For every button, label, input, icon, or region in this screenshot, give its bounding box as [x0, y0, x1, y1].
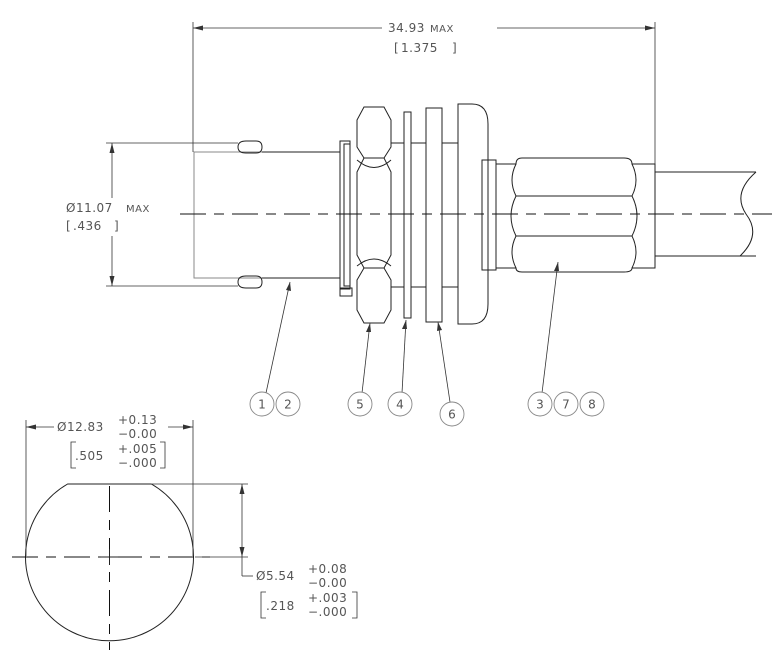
- coax-cable: [655, 171, 757, 257]
- callout-number: 1: [258, 398, 266, 412]
- body-diameter-value: Ø11.07: [66, 201, 113, 215]
- callout-number: 8: [588, 398, 596, 412]
- cutout-flat-inch: .218: [266, 599, 295, 613]
- body-diameter-bracket-close: ]: [114, 219, 119, 233]
- cutout-width-inch-tol-minus: −.000: [118, 456, 157, 470]
- cutout-flat-inch-tol-minus: −.000: [308, 605, 347, 619]
- d-cutout-outline: [25, 483, 194, 642]
- callout-number: 5: [356, 398, 364, 412]
- overall-length-value: 34.93: [388, 21, 425, 35]
- overall-length-suffix: MAX: [430, 24, 454, 35]
- cutout-width-dimension: Ø12.83 +0.13 −0.00 .505 +.005 −.000: [25, 413, 194, 556]
- cutout-flat-tol-plus: +0.08: [308, 562, 347, 576]
- side-view: 34.93 MAX [ 1.375 ] Ø11.07 MAX [ .436 ]: [66, 21, 772, 427]
- body-diameter-dimension: Ø11.07 MAX [ .436 ]: [66, 142, 238, 287]
- cutout-flat-dimension: Ø5.54 +0.08 −0.00 .218 +.003 −.000: [152, 483, 358, 619]
- callout-number: 7: [562, 398, 570, 412]
- thread-sleeve: [339, 140, 353, 297]
- callout-5: 5: [347, 391, 373, 417]
- callout-6: 6: [439, 401, 465, 427]
- callout-3-7-8: 3 7 8: [527, 391, 605, 417]
- thick-washer: [425, 107, 458, 323]
- overall-length-bracket-open: [: [394, 41, 399, 55]
- cutout-flat-tol-minus: −0.00: [308, 576, 347, 590]
- body-diameter-bracket-open: [: [66, 219, 71, 233]
- callout-1-2: 1 2: [249, 391, 301, 417]
- cutout-width-value: Ø12.83: [57, 420, 104, 434]
- cutout-flat-inch-tol-plus: +.003: [308, 591, 347, 605]
- hex-nut: [356, 106, 404, 324]
- callout-leaders: [265, 261, 559, 403]
- cutout-flat-value: Ø5.54: [256, 569, 295, 583]
- callout-number: 2: [284, 398, 292, 412]
- panel-cutout-view: Ø12.83 +0.13 −0.00 .505 +.005 −.000 Ø5.5…: [12, 413, 358, 650]
- cutout-width-inch-tol-plus: +.005: [118, 442, 157, 456]
- body-diameter-suffix: MAX: [126, 204, 150, 215]
- overall-length-dimension: 34.93 MAX [ 1.375 ]: [192, 21, 656, 168]
- crimp-sleeve: [495, 157, 656, 273]
- callout-number: 6: [448, 408, 456, 422]
- callout-number: 3: [536, 398, 544, 412]
- cutout-width-tol-minus: −0.00: [118, 427, 157, 441]
- body-diameter-inch: .436: [73, 219, 102, 233]
- cutout-width-inch: .505: [75, 449, 104, 463]
- callout-number: 4: [396, 398, 404, 412]
- cutout-width-tol-plus: +0.13: [118, 413, 157, 427]
- thin-washer: [403, 111, 426, 319]
- overall-length-inch: 1.375: [401, 41, 438, 55]
- overall-length-bracket-close: ]: [452, 41, 457, 55]
- callout-4: 4: [387, 391, 413, 417]
